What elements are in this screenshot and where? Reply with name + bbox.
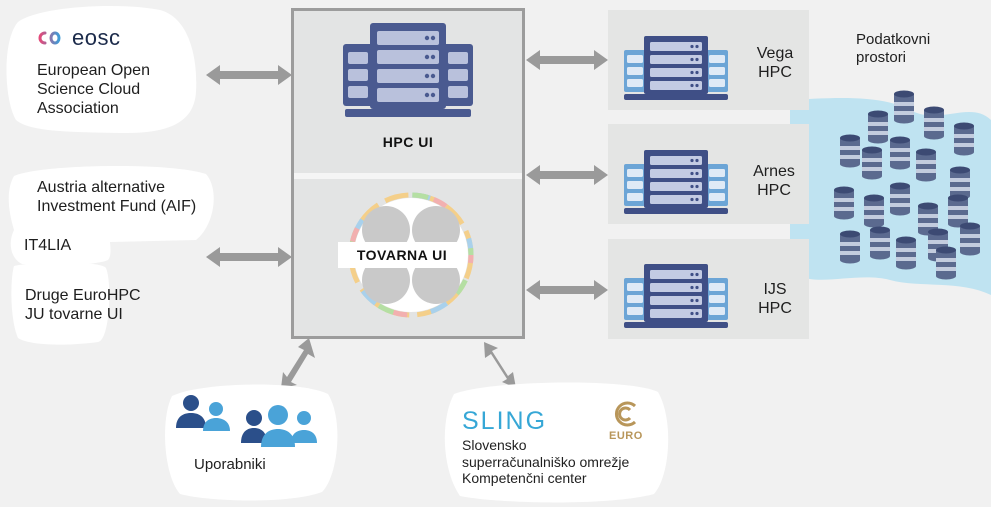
hpc-ui-label: HPC UI — [382, 134, 434, 150]
double-arrow-icon — [206, 65, 292, 85]
users-icon — [176, 395, 317, 447]
hub-divider — [294, 173, 522, 179]
database-icon — [864, 194, 884, 228]
server-rack-icon — [343, 23, 473, 117]
database-icon — [916, 148, 936, 182]
eurohpc-name: Druge EuroHPC JU tovarne UI — [25, 287, 141, 323]
double-arrow-icon — [526, 50, 608, 70]
arnes-hpc-label: Arnes HPC — [753, 163, 795, 199]
database-icon — [948, 194, 968, 228]
tovarna-label: TOVARNA UI — [356, 247, 448, 263]
it4lia-name: IT4LIA — [24, 237, 72, 254]
database-icon — [834, 186, 854, 220]
tovarna-label-bg — [338, 242, 466, 268]
database-icon — [954, 122, 974, 156]
database-icon — [890, 136, 910, 170]
database-cluster — [834, 90, 980, 280]
database-icon — [960, 222, 980, 256]
eosc-logo: eosc — [37, 25, 121, 50]
double-arrow-icon — [281, 338, 315, 388]
server-rack-icon — [624, 150, 728, 214]
database-icon — [868, 110, 888, 144]
users-label: Uporabniki — [194, 456, 266, 473]
eosc-name: European Open Science Cloud Association — [37, 62, 150, 117]
database-icon — [950, 166, 970, 200]
sling-text: Slovensko superračunalniško omrežje Komp… — [462, 437, 630, 486]
sling-blob — [444, 382, 669, 503]
aif-name: Austria alternative Investment Fund (AIF… — [37, 179, 197, 215]
database-icon — [840, 230, 860, 264]
vega-hpc-label: Vega HPC — [756, 45, 794, 81]
database-icon — [840, 134, 860, 168]
server-rack-icon — [624, 264, 728, 328]
data-spaces-label: Podatkovni prostori — [856, 31, 931, 66]
ijs-hpc-label: IJS HPC — [758, 281, 792, 317]
database-icon — [936, 246, 956, 280]
database-icon — [924, 106, 944, 140]
eosc-blob — [6, 6, 197, 134]
euro-logo-text: EURO — [609, 430, 643, 442]
double-arrow-icon — [526, 280, 608, 300]
sling-logo: SLING — [462, 407, 548, 435]
euro-logo-icon — [615, 401, 637, 427]
server-rack-icon — [624, 36, 728, 100]
double-arrow-icon — [484, 342, 516, 388]
database-icon — [894, 90, 914, 124]
eosc-logo-text: eosc — [72, 25, 121, 50]
database-icon — [870, 226, 890, 260]
aif-blob — [8, 165, 214, 345]
database-icon — [896, 236, 916, 270]
eosc-logo-icon — [38, 31, 61, 45]
database-icon — [890, 182, 910, 216]
database-icon — [862, 146, 882, 180]
double-arrow-icon — [206, 247, 292, 267]
double-arrow-icon — [526, 165, 608, 185]
